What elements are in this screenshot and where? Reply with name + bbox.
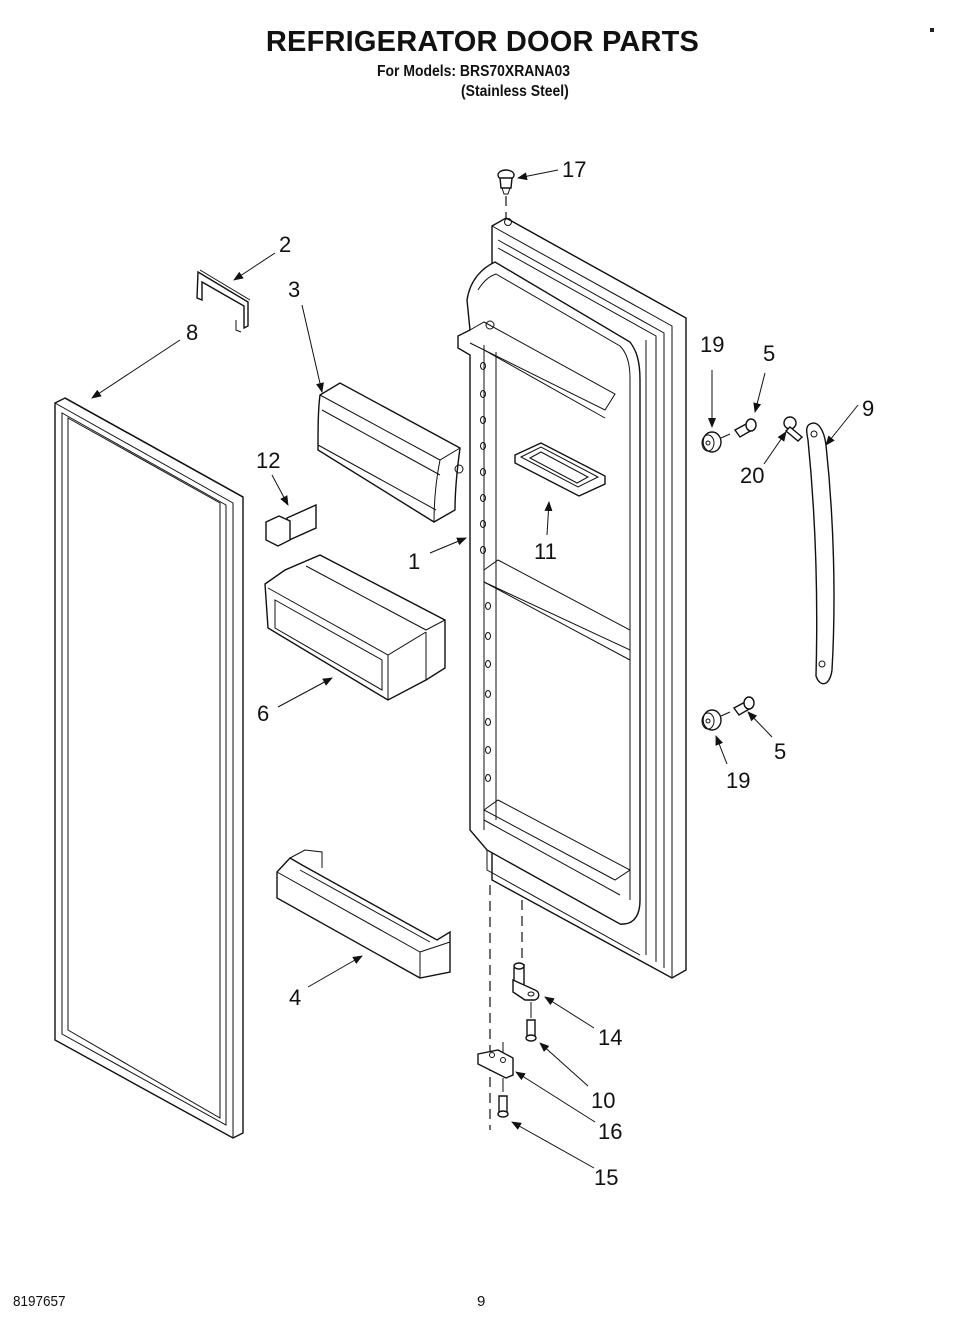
page-number: 9: [477, 1293, 486, 1310]
egg-tray-part[interactable]: [514, 442, 606, 497]
callout-3: 3: [288, 277, 300, 302]
door-handle-part[interactable]: [805, 422, 835, 685]
leader-lines: [91, 169, 859, 1169]
callout-19-lower: 19: [726, 768, 750, 793]
callout-4: 4: [289, 985, 301, 1010]
upper-screw-part[interactable]: [733, 418, 757, 438]
callout-8: 8: [186, 320, 198, 345]
callout-5-lower: 5: [774, 739, 786, 764]
hinge-screw-part[interactable]: [525, 1019, 537, 1042]
door-shelf-rail-part[interactable]: [276, 849, 451, 979]
dairy-door-part[interactable]: [317, 382, 464, 523]
callout-numbers: 17 2 3 8 12 1 11 6 4 19 5 9 20 5 19 14 1…: [186, 157, 874, 1190]
registration-mark: [930, 28, 934, 32]
liner-holes: [480, 362, 491, 782]
models-line: For Models: BRS70XRANA03: [377, 63, 571, 80]
door-gasket-part[interactable]: [54, 397, 244, 1139]
callout-15: 15: [594, 1165, 618, 1190]
handle-screw-part[interactable]: [783, 416, 804, 442]
callout-2: 2: [279, 232, 291, 257]
callout-11: 11: [534, 539, 557, 564]
door-stop-part[interactable]: [477, 1042, 514, 1092]
finish-line: (Stainless Steel): [461, 83, 569, 100]
bracket-clip-part[interactable]: [196, 269, 251, 333]
door-liner-part[interactable]: [457, 217, 687, 979]
door-bin-part[interactable]: [264, 554, 447, 701]
callout-10: 10: [591, 1088, 615, 1113]
lower-hinge-pin-part[interactable]: [512, 962, 540, 1018]
callout-17: 17: [562, 157, 586, 182]
callout-14: 14: [598, 1025, 622, 1050]
hinge-bushing-part[interactable]: [497, 169, 515, 218]
page-title: REFRIGERATOR DOOR PARTS: [265, 26, 700, 58]
callout-20: 20: [740, 463, 764, 488]
callout-5-upper: 5: [763, 341, 775, 366]
door-stop-screw-part[interactable]: [497, 1095, 509, 1118]
callout-12: 12: [256, 448, 280, 473]
document-number: 8197657: [13, 1293, 66, 1310]
callout-1: 1: [408, 549, 420, 574]
callout-19-upper: 19: [700, 332, 724, 357]
callout-16: 16: [598, 1119, 622, 1144]
lower-screw-part[interactable]: [732, 696, 755, 716]
callout-9: 9: [862, 396, 874, 421]
upper-handle-spacer-part[interactable]: [701, 431, 731, 453]
shelf-retainer-part[interactable]: [265, 503, 317, 547]
lower-handle-spacer-part[interactable]: [701, 709, 731, 731]
callout-6: 6: [257, 701, 269, 726]
